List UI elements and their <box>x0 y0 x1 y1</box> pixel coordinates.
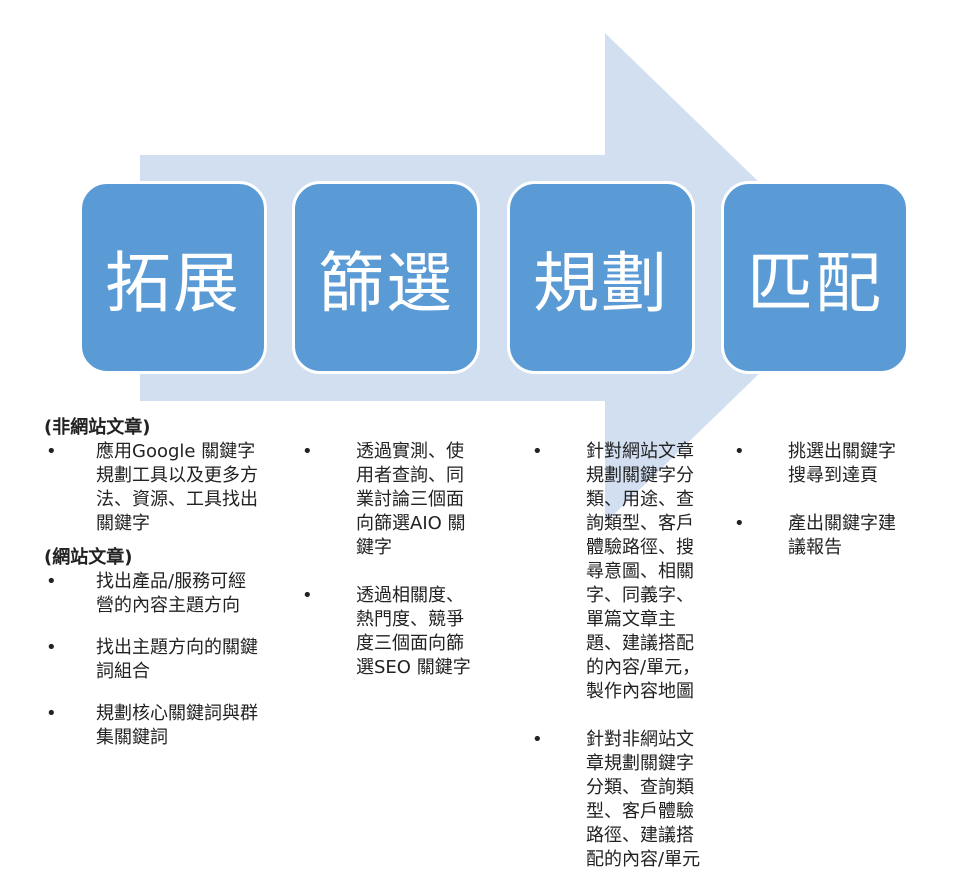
arrow-shape <box>140 33 858 523</box>
bullet-icon: • <box>46 637 57 658</box>
group-heading-site: (網站文章) <box>44 547 133 568</box>
stage-match-label: 匹配 <box>747 244 883 322</box>
list-item: • 針對網站文章 規劃關鍵字分 類、用途、查 詢類型、客戶 體驗路徑、搜 尋意圖… <box>530 440 725 704</box>
list-item: • 透過相關度、 熱門度、競爭 度三個面向篩 選SEO 關鍵字 <box>300 584 490 680</box>
list-item: • 規劃核心關鍵詞與群 集關鍵詞 <box>44 702 294 750</box>
list-item: • 挑選出關鍵字 搜尋到達頁 <box>732 440 932 488</box>
column-expand: (非網站文章) • 應用Google 關鍵字 規劃工具以及更多方 法、資源、工具… <box>44 416 294 768</box>
list-item-text: 挑選出關鍵字 搜尋到達頁 <box>788 441 896 486</box>
list-item-text: 應用Google 關鍵字 規劃工具以及更多方 法、資源、工具找出 關鍵字 <box>96 441 258 534</box>
stage-expand: 拓展 <box>79 181 267 374</box>
list-item: • 找出主題方向的關鍵 詞組合 <box>44 636 294 684</box>
list-item-text: 透過實測、使 用者查詢、同 業討論三個面 向篩選AIO 關 鍵字 <box>356 441 466 558</box>
bullet-icon: • <box>734 513 745 534</box>
list-item-text: 找出產品/服務可經 營的內容主題方向 <box>96 571 247 616</box>
bullet-icon: • <box>532 441 543 462</box>
stage-expand-label: 拓展 <box>105 244 241 322</box>
list-item-text: 針對網站文章 規劃關鍵字分 類、用途、查 詢類型、客戶 體驗路徑、搜 尋意圖、相… <box>586 441 701 702</box>
bullet-icon: • <box>302 585 313 606</box>
stage-filter: 篩選 <box>292 181 480 374</box>
stage-match: 匹配 <box>721 181 909 374</box>
list-item-text: 針對非網站文 章規劃關鍵字 分類、查詢類 型、客戶體驗 路徑、建議搭 配的內容/… <box>586 729 701 870</box>
list-item: • 針對非網站文 章規劃關鍵字 分類、查詢類 型、客戶體驗 路徑、建議搭 配的內… <box>530 728 725 872</box>
stage-plan: 規劃 <box>507 181 695 374</box>
bullet-icon: • <box>46 703 57 724</box>
bullet-icon: • <box>46 441 57 462</box>
bullet-icon: • <box>532 729 543 750</box>
list-item: • 應用Google 關鍵字 規劃工具以及更多方 法、資源、工具找出 關鍵字 <box>44 440 294 536</box>
bullet-icon: • <box>46 571 57 592</box>
list-item: • 產出關鍵字建 議報告 <box>732 512 932 560</box>
stage-plan-label: 規劃 <box>533 244 669 322</box>
stage-filter-label: 篩選 <box>318 244 454 322</box>
bullet-icon: • <box>302 441 313 462</box>
column-plan: • 針對網站文章 規劃關鍵字分 類、用途、查 詢類型、客戶 體驗路徑、搜 尋意圖… <box>530 440 725 890</box>
column-match: • 挑選出關鍵字 搜尋到達頁 • 產出關鍵字建 議報告 <box>732 440 932 578</box>
list-item-text: 規劃核心關鍵詞與群 集關鍵詞 <box>96 703 258 748</box>
column-filter: • 透過實測、使 用者查詢、同 業討論三個面 向篩選AIO 關 鍵字 • 透過相… <box>300 440 490 698</box>
list-item: • 透過實測、使 用者查詢、同 業討論三個面 向篩選AIO 關 鍵字 <box>300 440 490 560</box>
list-item: • 找出產品/服務可經 營的內容主題方向 <box>44 570 294 618</box>
list-item-text: 透過相關度、 熱門度、競爭 度三個面向篩 選SEO 關鍵字 <box>356 585 471 678</box>
list-item-text: 產出關鍵字建 議報告 <box>788 513 896 558</box>
bullet-icon: • <box>734 441 745 462</box>
group-heading-non-site: (非網站文章) <box>44 417 151 438</box>
list-item-text: 找出主題方向的關鍵 詞組合 <box>96 637 258 682</box>
